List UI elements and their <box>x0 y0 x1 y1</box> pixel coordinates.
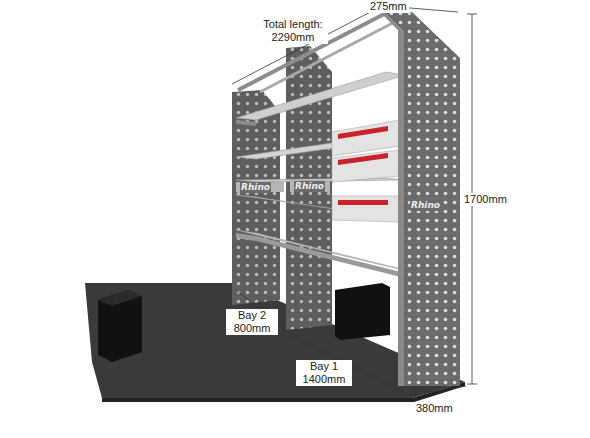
dimension-lines <box>232 6 477 396</box>
rack-divider-panel <box>286 46 332 330</box>
dimension-label: Bay 2 800mm <box>226 309 278 335</box>
drawer-units <box>332 120 400 222</box>
dimension-label: 275mm <box>368 0 409 13</box>
dimension-label: Total length: 2290mm <box>258 18 328 44</box>
brand-logo: Rhino <box>294 181 325 192</box>
dimension-label: Bay 1 1400mm <box>296 360 352 386</box>
dimension-label: 1700mm <box>462 193 509 206</box>
dimension-label: 380mm <box>414 402 455 415</box>
wheel-arch-top <box>98 290 142 306</box>
brand-logo: Rhino <box>240 182 271 193</box>
brand-logo: Rhino <box>410 200 441 211</box>
shelves <box>236 72 405 278</box>
rack-end-panel <box>384 12 460 386</box>
wheel-arch <box>98 290 142 362</box>
wheel-arch <box>335 283 390 340</box>
